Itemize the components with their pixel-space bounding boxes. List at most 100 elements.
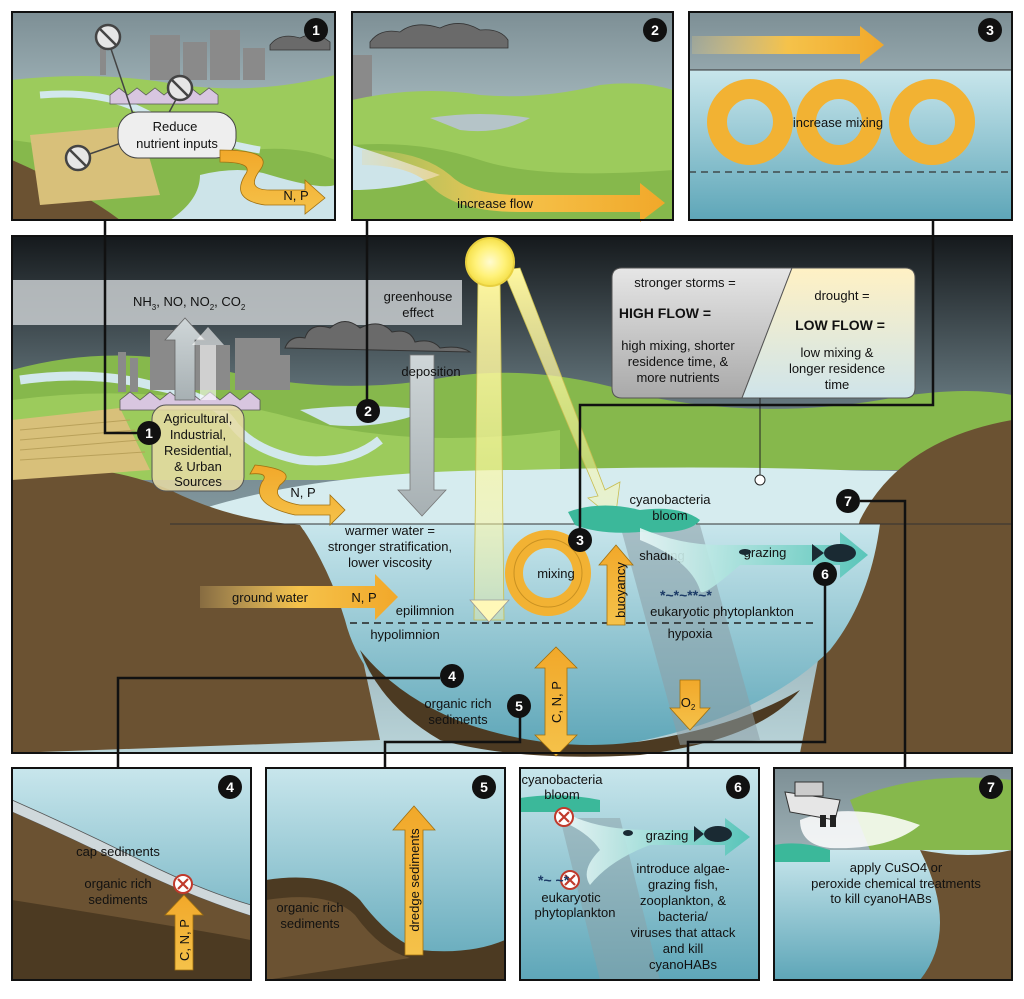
ground-water-arrow: ground water N, P bbox=[200, 574, 398, 620]
svg-text:sediments: sediments bbox=[428, 712, 488, 727]
cloud-icon bbox=[284, 321, 472, 353]
sources-box: Agricultural, Industrial, Residential, &… bbox=[151, 404, 245, 492]
svg-text:zooplankton, &: zooplankton, & bbox=[640, 893, 726, 908]
svg-text:ground water: ground water bbox=[232, 590, 309, 605]
step-markers: 1 2 3 4 5 6 7 1 2 3 4 5 6 7 bbox=[137, 18, 1003, 799]
svg-text:1: 1 bbox=[145, 425, 153, 441]
svg-text:sediments: sediments bbox=[88, 892, 148, 907]
marker-1: 1 bbox=[137, 421, 161, 445]
marker-4: 4 bbox=[440, 664, 464, 688]
svg-text:bacteria/: bacteria/ bbox=[658, 909, 708, 924]
panel-7: apply CuSO4 or peroxide chemical treatme… bbox=[773, 767, 1013, 981]
marker-5: 5 bbox=[507, 694, 531, 718]
svg-text:eukaryotic phytoplankton: eukaryotic phytoplankton bbox=[650, 604, 794, 619]
marker-2: 2 bbox=[356, 399, 380, 423]
x-mark-icon bbox=[173, 874, 193, 894]
svg-text:and kill: and kill bbox=[663, 941, 704, 956]
svg-text:sediments: sediments bbox=[280, 916, 340, 931]
svg-text:buoyancy: buoyancy bbox=[613, 562, 628, 618]
cnp-arrow: C, N, P bbox=[534, 646, 578, 757]
svg-text:organic rich: organic rich bbox=[84, 876, 151, 891]
svg-text:C, N, P: C, N, P bbox=[177, 919, 192, 961]
svg-text:organic rich: organic rich bbox=[276, 900, 343, 915]
svg-text:warmer water =: warmer water = bbox=[344, 523, 435, 538]
panel-2-number: 2 bbox=[643, 18, 667, 42]
connector-lines bbox=[103, 220, 935, 768]
svg-text:peroxide chemical treatments: peroxide chemical treatments bbox=[811, 876, 981, 891]
svg-text:grazing: grazing bbox=[646, 828, 689, 843]
boat-icon bbox=[784, 781, 841, 827]
svg-text:introduce algae-: introduce algae- bbox=[636, 861, 729, 876]
fish-icon bbox=[623, 826, 732, 842]
deposition-arrow: deposition bbox=[397, 354, 461, 517]
svg-text:3: 3 bbox=[986, 22, 994, 38]
svg-text:O2: O2 bbox=[681, 695, 696, 712]
svg-text:HIGH FLOW =: HIGH FLOW = bbox=[619, 305, 711, 321]
panel-1-number: 1 bbox=[304, 18, 328, 42]
svg-text:longer residence: longer residence bbox=[789, 361, 885, 376]
svg-text:7: 7 bbox=[844, 493, 852, 509]
o2-arrow: O2 bbox=[669, 679, 711, 731]
svg-text:eukaryotic: eukaryotic bbox=[541, 890, 601, 905]
runoff-arrow: N, P bbox=[249, 464, 346, 526]
svg-text:stronger stratification,: stronger stratification, bbox=[328, 539, 452, 554]
svg-text:6: 6 bbox=[821, 566, 829, 582]
panel-6-number: 6 bbox=[726, 775, 750, 799]
svg-text:increase mixing: increase mixing bbox=[793, 115, 883, 130]
x-mark-icon bbox=[554, 807, 580, 890]
svg-text:lower viscosity: lower viscosity bbox=[348, 555, 432, 570]
svg-text:4: 4 bbox=[448, 668, 456, 684]
svg-text:cyanoHABs: cyanoHABs bbox=[649, 957, 717, 972]
panel-5: organic rich sediments dredge sediments bbox=[265, 767, 506, 981]
panel-4-number: 4 bbox=[218, 775, 242, 799]
svg-text:nutrient inputs: nutrient inputs bbox=[136, 136, 218, 151]
panel-2: increase flow bbox=[351, 11, 674, 222]
svg-text:residence time, &: residence time, & bbox=[628, 354, 729, 369]
svg-text:apply CuSO4 or: apply CuSO4 or bbox=[850, 860, 943, 875]
svg-text:Sources: Sources bbox=[174, 474, 222, 489]
svg-text:5: 5 bbox=[480, 779, 488, 795]
svg-text:4: 4 bbox=[226, 779, 234, 795]
svg-text:cyanobacteria: cyanobacteria bbox=[630, 492, 712, 507]
marker-3: 3 bbox=[568, 528, 592, 552]
svg-text:Industrial,: Industrial, bbox=[170, 427, 226, 442]
flow-box: stronger storms = HIGH FLOW = high mixin… bbox=[611, 267, 916, 399]
svg-text:2: 2 bbox=[651, 22, 659, 38]
svg-text:viruses that attack: viruses that attack bbox=[631, 925, 736, 940]
svg-text:more nutrients: more nutrients bbox=[636, 370, 720, 385]
marker-7: 7 bbox=[836, 489, 860, 513]
svg-text:cap sediments: cap sediments bbox=[76, 844, 160, 859]
emissions-label: NH3, NO, NO2, CO2 bbox=[133, 294, 246, 312]
svg-text:3: 3 bbox=[576, 532, 584, 548]
svg-text:Agricultural,: Agricultural, bbox=[164, 411, 233, 426]
svg-text:dredge sediments: dredge sediments bbox=[407, 828, 422, 932]
svg-text:Residential,: Residential, bbox=[164, 443, 232, 458]
svg-text:increase flow: increase flow bbox=[457, 196, 533, 211]
svg-text:grazing: grazing bbox=[744, 545, 787, 560]
panel-1: Reduce nutrient inputs N, P bbox=[11, 11, 336, 221]
panel-6: cyanobacteria bloom grazing *~ ~* eukary… bbox=[519, 767, 760, 981]
svg-text:LOW FLOW =: LOW FLOW = bbox=[795, 317, 885, 333]
svg-text:& Urban: & Urban bbox=[174, 459, 222, 474]
svg-text:bloom: bloom bbox=[652, 508, 687, 523]
svg-text:high mixing, shorter: high mixing, shorter bbox=[621, 338, 735, 353]
svg-text:greenhouse: greenhouse bbox=[384, 289, 453, 304]
svg-text:*~*~**~*: *~*~**~* bbox=[660, 587, 712, 603]
svg-text:2: 2 bbox=[364, 403, 372, 419]
svg-text:N, P: N, P bbox=[351, 590, 376, 605]
sun-icon bbox=[465, 237, 515, 287]
svg-text:to kill cyanoHABs: to kill cyanoHABs bbox=[830, 891, 932, 906]
phytoplankton-icon: *~*~**~* bbox=[660, 587, 712, 603]
marker-6: 6 bbox=[813, 562, 837, 586]
svg-text:6: 6 bbox=[734, 779, 742, 795]
svg-text:*~ ~*: *~ ~* bbox=[538, 872, 570, 888]
svg-text:low mixing &: low mixing & bbox=[801, 345, 874, 360]
mixing-ring-icon: mixing bbox=[505, 530, 591, 616]
svg-text:5: 5 bbox=[515, 698, 523, 714]
svg-text:1: 1 bbox=[312, 22, 320, 38]
svg-text:organic rich: organic rich bbox=[424, 696, 491, 711]
panel-4: cap sediments organic rich sediments C, … bbox=[11, 767, 252, 981]
svg-text:C, N, P: C, N, P bbox=[549, 681, 564, 723]
no-entry-icon bbox=[64, 23, 194, 172]
